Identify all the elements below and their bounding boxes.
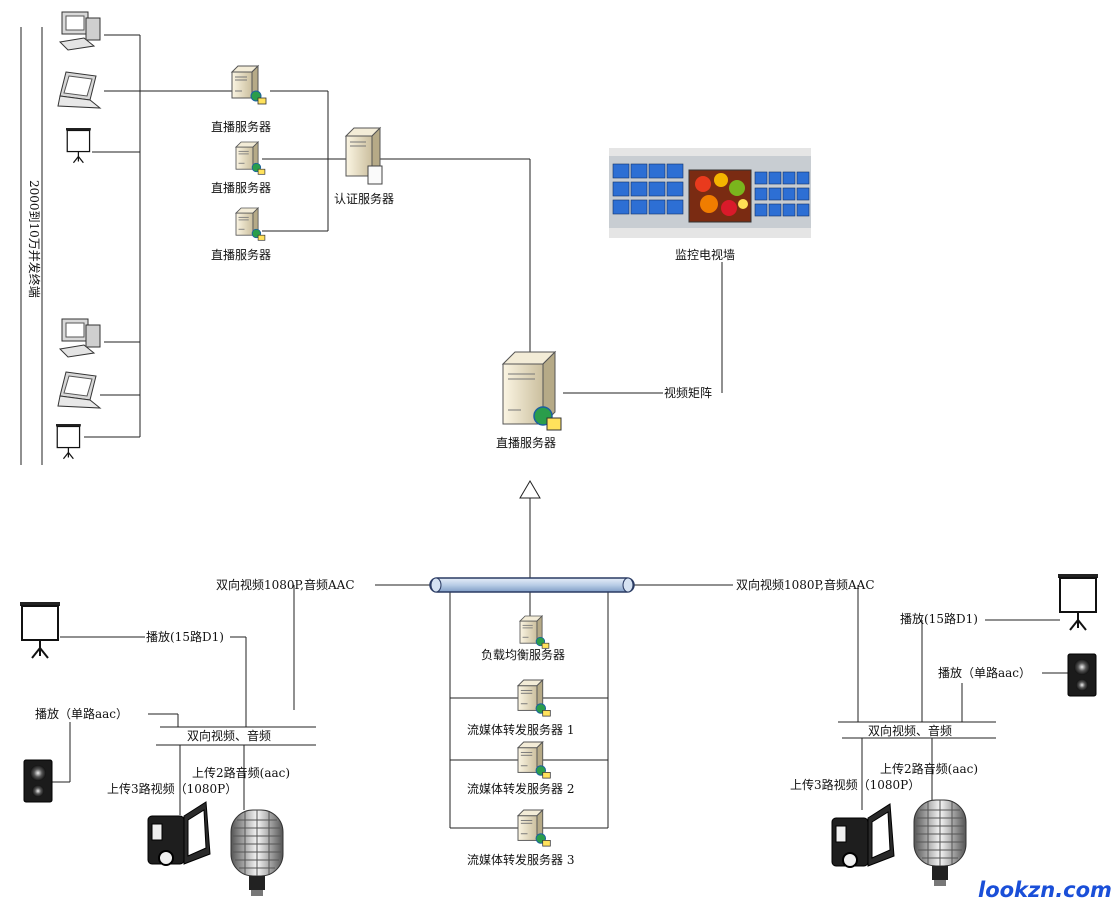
live-server-center-label: 直播服务器 bbox=[496, 435, 556, 450]
right-play-video-label: 播放(15路D1) bbox=[900, 611, 978, 626]
microphone-icon bbox=[230, 809, 284, 897]
video-wall-icon bbox=[609, 148, 811, 238]
projector-screen-icon bbox=[19, 601, 61, 659]
server-icon bbox=[519, 615, 550, 649]
left-upload-video-label: 上传3路视频（1080P） bbox=[107, 781, 237, 796]
server-icon bbox=[501, 350, 562, 431]
right-upload-video-label: 上传3路视频（1080P） bbox=[790, 777, 920, 792]
projector-screen-icon bbox=[65, 127, 92, 164]
desktop-computer-icon bbox=[59, 318, 101, 358]
speaker-icon bbox=[1067, 653, 1097, 697]
server-icon bbox=[231, 65, 267, 105]
server-icon bbox=[235, 141, 266, 175]
auth-server-icon bbox=[344, 126, 383, 185]
stream-server-1-label: 流媒体转发服务器 1 bbox=[467, 722, 574, 737]
speaker-icon bbox=[23, 759, 53, 803]
auth-server-label: 认证服务器 bbox=[334, 191, 394, 206]
live-server-label: 直播服务器 bbox=[211, 180, 271, 195]
right-play-audio-label: 播放（单路aac） bbox=[938, 665, 1031, 680]
laptop-icon bbox=[57, 371, 101, 409]
left-bidir-label: 双向视频、音频 bbox=[187, 728, 271, 743]
projector-screen-icon bbox=[55, 423, 82, 460]
left-play-video-label: 播放(15路D1) bbox=[146, 629, 224, 644]
laptop-icon bbox=[57, 71, 101, 109]
video-camera-icon bbox=[147, 801, 211, 866]
video-matrix-label: 视频矩阵 bbox=[664, 385, 712, 400]
vertical-terminals-label: 2000到10万并发终端 bbox=[27, 180, 42, 298]
left-upload-audio-label: 上传2路音频(aac) bbox=[192, 765, 290, 780]
server-icon bbox=[235, 207, 266, 241]
left-play-audio-label: 播放（单路aac） bbox=[35, 706, 128, 721]
right-bidir-label: 双向视频、音频 bbox=[868, 723, 952, 738]
stream-server-2-label: 流媒体转发服务器 2 bbox=[467, 781, 574, 796]
bus-right-label: 双向视频1080P,音频AAC bbox=[736, 577, 875, 592]
bus-left-label: 双向视频1080P,音频AAC bbox=[216, 577, 355, 592]
network-bus bbox=[429, 577, 635, 593]
microphone-icon bbox=[913, 799, 967, 887]
stream-server-3-label: 流媒体转发服务器 3 bbox=[467, 852, 574, 867]
live-server-label: 直播服务器 bbox=[211, 247, 271, 262]
lb-server-label: 负载均衡服务器 bbox=[481, 647, 565, 662]
live-server-label: 直播服务器 bbox=[211, 119, 271, 134]
watermark: lookzn.com bbox=[978, 878, 1112, 902]
video-camera-icon bbox=[831, 803, 895, 868]
desktop-computer-icon bbox=[59, 11, 101, 51]
right-upload-audio-label: 上传2路音频(aac) bbox=[880, 761, 978, 776]
projector-screen-icon bbox=[1057, 573, 1099, 631]
monitor-wall-label: 监控电视墙 bbox=[675, 247, 735, 262]
